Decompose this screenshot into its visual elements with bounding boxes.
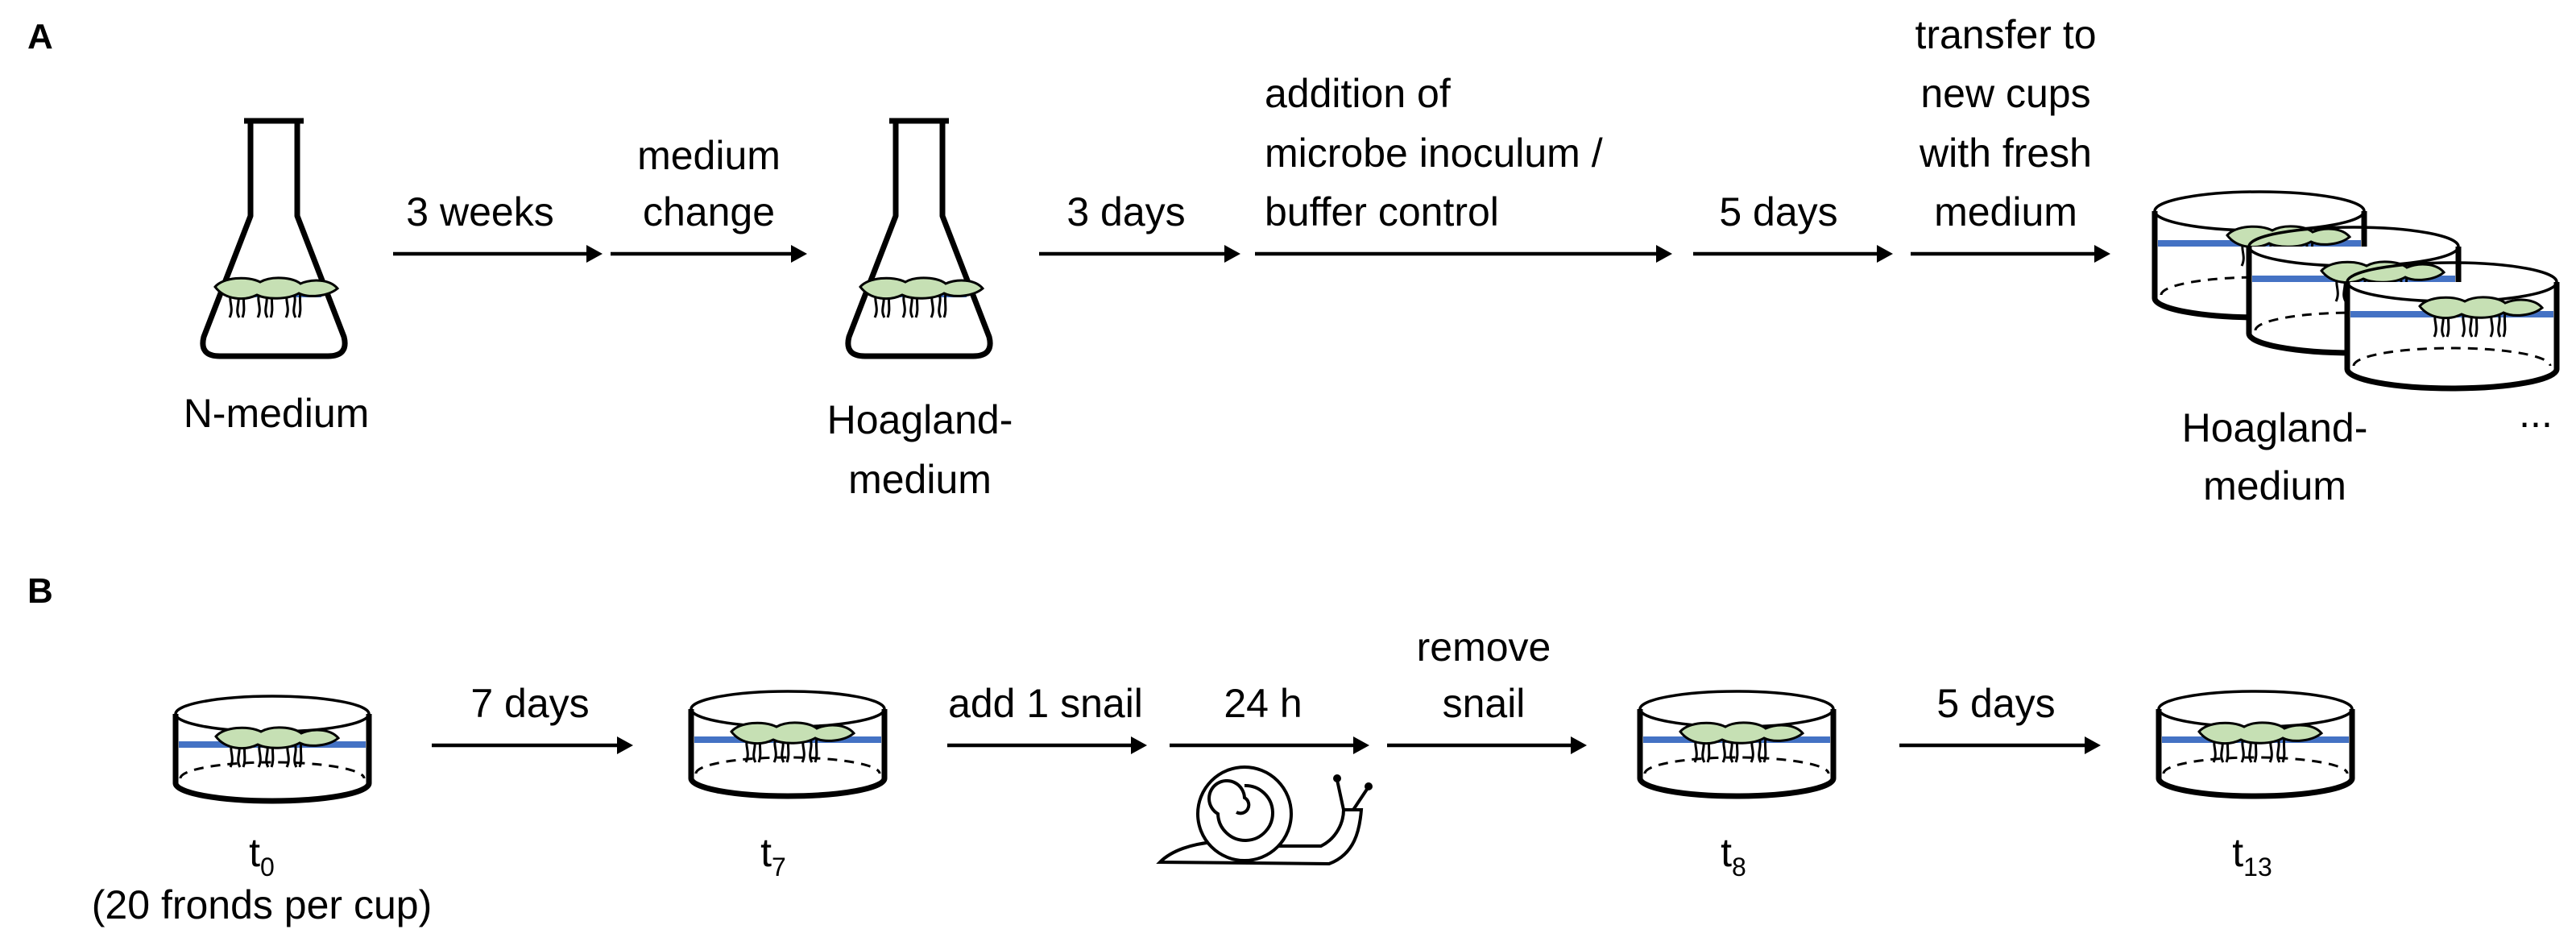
panel-a-label: A [27,17,53,56]
panel-b-label: B [27,571,53,611]
arrow-icon [1899,736,2101,754]
snail-icon [1156,765,1373,866]
cup1-note: (20 fronds per cup) [92,882,432,927]
step-medium-change-label-1: medium [637,133,781,178]
arrow-icon [1039,245,1240,263]
flask2-caption-1: Hoagland- [827,397,1013,442]
arrow-icon [947,736,1147,754]
culture-cup-stack [2155,192,2557,388]
arrow-icon [1693,245,1893,263]
cups-caption-2: medium [2203,463,2346,508]
step-inoculum-label-3: buffer control [1265,189,1499,234]
arrow-icon [1387,736,1587,754]
cups-caption-1: Hoagland- [2182,405,2368,450]
culture-cup-icon [176,696,369,801]
step-3-days-label: 3 days [1066,189,1185,234]
step-24h-label: 24 h [1224,681,1302,726]
step-remove-snail-label-1: remove [1417,624,1551,670]
erlenmeyer-flask-icon [848,121,990,356]
step-medium-change-label-2: change [643,189,775,234]
step-remove-snail-label-2: snail [1443,681,1526,726]
arrow-icon [1170,736,1369,754]
culture-cup-icon [691,691,884,796]
arrow-icon [1911,245,2110,263]
cup2-caption: t7 [760,830,786,882]
step-inoculum-label-2: microbe inoculum / [1265,131,1603,176]
arrow-icon [611,245,807,263]
step-5-days-label-a: 5 days [1719,189,1837,234]
culture-cup-icon [1640,691,1833,796]
culture-cup-icon [2159,691,2352,796]
step-7-days-label: 7 days [470,681,589,726]
step-3-weeks-label: 3 weeks [406,189,553,234]
flask1-caption: N-medium [184,391,370,436]
erlenmeyer-flask-icon [203,121,345,356]
arrow-icon [393,245,603,263]
step-transfer-label-2: new cups [1920,71,2090,116]
step-transfer-label-1: transfer to [1915,12,2096,57]
cup3-caption: t8 [1721,830,1746,882]
step-5-days-label-b: 5 days [1936,681,2055,726]
ellipsis: ... [2519,391,2553,436]
flask2-caption-2: medium [848,457,992,502]
step-transfer-label-3: with fresh [1919,131,2092,176]
arrow-icon [432,736,633,754]
cup4-caption: t13 [2232,830,2272,882]
cup1-caption: t0 [249,830,275,882]
step-inoculum-label-1: addition of [1265,71,1451,116]
step-add-snail-label: add 1 snail [948,681,1143,726]
step-transfer-label-4: medium [1934,189,2077,234]
arrow-icon [1255,245,1672,263]
